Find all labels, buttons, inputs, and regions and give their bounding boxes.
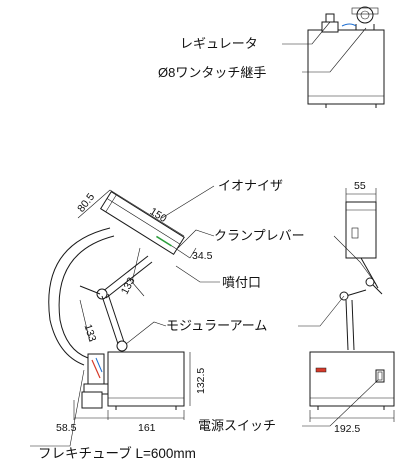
dim-arm-lower: 133	[81, 323, 98, 344]
arm-leader-right	[298, 295, 345, 327]
ionizer-leader	[161, 185, 215, 219]
nozzle-leader	[175, 265, 220, 283]
power-switch-label: 電源スイッチ	[198, 418, 276, 433]
clamp-lever-label: クランプレバー	[214, 228, 305, 243]
regulator-icon	[351, 6, 379, 24]
base-dims	[73, 352, 191, 420]
clamp-leader-right	[333, 235, 377, 285]
arm-leader-left	[125, 321, 167, 345]
switch-leader	[302, 379, 379, 427]
flexible-tube	[48, 227, 115, 366]
tube-leader	[30, 369, 85, 447]
side-base-dims	[309, 410, 395, 422]
clamp-leader-left	[177, 229, 215, 249]
dim-base-offset: 58.5	[56, 422, 77, 434]
arm-dim-lower	[79, 299, 91, 343]
dim-base-height: 132.5	[195, 368, 207, 394]
arm-dim-upper	[131, 247, 145, 297]
dim-side-width: 55	[354, 180, 366, 192]
side-view-ionizer	[345, 201, 383, 295]
base-unit-front	[81, 351, 185, 410]
ionizer-body	[99, 191, 185, 255]
ionizer-dims	[77, 189, 197, 259]
side-dims	[345, 188, 377, 202]
nozzle-label: 噴付口	[222, 275, 261, 290]
dim-ionizer-length: 80.5	[75, 191, 97, 215]
modular-arm-left	[79, 255, 153, 352]
fitting-leader	[302, 27, 367, 73]
modular-arm-side	[339, 289, 367, 351]
dim-arm-upper: 133	[119, 275, 138, 296]
nozzle-fitting	[83, 353, 109, 395]
flexible-tube-label: フレキチューブ L=600mm	[38, 445, 196, 461]
power-switch-icon	[375, 369, 385, 383]
regulator-label: レギュレータ	[180, 36, 258, 51]
base-unit-side	[309, 351, 395, 410]
dim-base-length: 161	[138, 422, 156, 434]
modular-arm-label: モジュラーアーム	[166, 318, 267, 333]
dim-nozzle-offset: 34.5	[192, 250, 213, 262]
regulator-leader	[282, 21, 331, 45]
ionizer-label: イオナイザ	[218, 178, 283, 193]
regulator-unit	[307, 6, 385, 108]
dim-side-depth: 192.5	[334, 423, 360, 435]
fitting-label: Ø8ワンタッチ継手	[158, 65, 266, 80]
